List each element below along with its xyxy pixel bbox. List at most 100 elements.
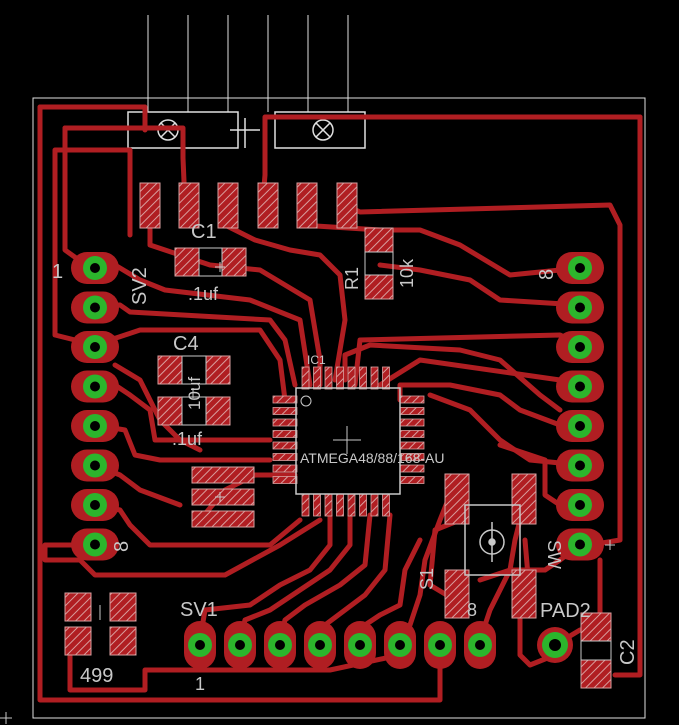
smd-pad-top-2 <box>178 182 200 229</box>
sv3-pin8-label: 8 <box>536 269 558 280</box>
board-outline <box>32 97 646 719</box>
ic1-pin-right-1 <box>399 395 425 404</box>
ic1-pin-bottom-3 <box>324 493 333 517</box>
ic1-pin-bottom-1 <box>301 493 310 517</box>
sv3-pin-1 <box>556 252 604 284</box>
ic1-pin-left-8 <box>272 476 298 484</box>
sv3-pin-6 <box>556 449 604 482</box>
sv2-label: SV2 <box>129 267 151 305</box>
crystal-pad-3 <box>191 510 255 528</box>
ic1-pin-bottom-8 <box>382 493 390 517</box>
c1-label: C1 <box>191 221 217 243</box>
ic1-pin-bottom-5 <box>347 493 356 517</box>
sv2-pin8-label: 8 <box>111 541 133 552</box>
sv1-label: SV1 <box>180 599 218 621</box>
c4-label: C4 <box>173 333 199 355</box>
ic1-part-label: ATMEGA48/88/168-AU <box>300 450 444 466</box>
ic1-pin-top-6 <box>359 366 367 390</box>
ic1-pin-right-2 <box>399 407 425 415</box>
crystal-pad-1 <box>191 466 255 484</box>
sv1-pin-5 <box>344 621 376 669</box>
pad2 <box>537 627 573 663</box>
sv2-pin-3 <box>71 331 119 363</box>
r2-pad-1b <box>109 592 137 622</box>
r1-label: R1 <box>342 267 362 290</box>
ic1-pin-right-4 <box>399 430 425 438</box>
ic1-pin-right-5 <box>399 441 425 450</box>
r1-pad-1 <box>364 227 394 253</box>
c4-value: 10uf <box>185 377 204 410</box>
sv1-pin-3 <box>264 621 296 669</box>
ic1-pin-left-4 <box>272 430 298 438</box>
ic1-pin-left-2 <box>272 407 298 415</box>
top-header-pins <box>147 15 349 112</box>
s1-label: S1 <box>417 568 437 590</box>
c3-value: .1uf <box>172 429 203 449</box>
c1-pad-2 <box>221 247 247 277</box>
c3-pad-2 <box>205 396 231 426</box>
sv3-pin-7 <box>556 489 604 521</box>
ic1-pin-top-1 <box>301 366 310 390</box>
sv3-pin-4 <box>556 370 604 403</box>
c1-value: .1uf <box>188 284 219 304</box>
c4-pad-2 <box>205 355 231 385</box>
ic1-pin-top-2 <box>313 366 321 390</box>
ic1-pin-right-8 <box>399 476 425 484</box>
smd-pad-top-1 <box>139 182 161 229</box>
ic1-pin-bottom-2 <box>313 493 321 517</box>
silkscreen-labels: 1 SV2 8 8 C1 .1uf R1 10k C4 10uf .1uf IC… <box>52 221 639 694</box>
s1-pad-2 <box>511 473 537 525</box>
smd-pad-top-5 <box>296 182 318 229</box>
sv2-pin-5 <box>71 410 119 442</box>
ic1-pin-right-7 <box>399 464 425 473</box>
c2-label: C2 <box>617 639 639 665</box>
r1-pad-2 <box>364 274 394 300</box>
s1-extra-label: SW <box>544 540 564 569</box>
pad2-label: PAD2 <box>540 600 591 622</box>
s1-switch <box>464 504 521 576</box>
ic1-pin-left-3 <box>272 418 298 427</box>
ic1-pin-bottom-4 <box>336 493 344 517</box>
sv1-pin1-label: 1 <box>195 674 205 694</box>
sv1-pin-7 <box>424 621 456 669</box>
s1-pad-3 <box>444 569 470 619</box>
sv1-pin-8 <box>464 621 496 669</box>
ic1-pin-bottom-6 <box>359 493 367 517</box>
smd-pad-top-6 <box>336 182 358 229</box>
r1-value: 10k <box>397 258 417 288</box>
smd-pad-top-3 <box>217 182 239 229</box>
r2-value: 499 <box>80 665 113 687</box>
smd-pads <box>64 182 612 689</box>
ic1-chip <box>272 366 425 517</box>
sv2-pin-4 <box>71 370 119 403</box>
ic1-pin-top-4 <box>336 366 344 390</box>
sv2-pin1-label: 1 <box>52 261 63 283</box>
sv2-pin-1 <box>71 252 119 284</box>
origin-markers <box>0 262 615 724</box>
ic1-pin-bottom-7 <box>370 493 379 517</box>
sv2-pin-2 <box>71 291 119 324</box>
ic1-pin-top-7 <box>370 366 379 390</box>
c2-pad-2 <box>580 659 612 689</box>
sv1-pin-2 <box>224 621 256 669</box>
sv3-pin-5 <box>556 410 604 442</box>
sv1-pin8-label: 8 <box>467 600 477 620</box>
ic1-pin-top-3 <box>324 366 333 390</box>
ic1-pin-left-5 <box>272 441 298 450</box>
ic1-pin-left-7 <box>272 464 298 473</box>
ic1-label: IC1 <box>307 353 326 367</box>
sv3-pin-8 <box>556 528 604 561</box>
s1-pad-4 <box>511 569 537 619</box>
smd-pad-top-4 <box>257 182 279 229</box>
ic1-pin-right-3 <box>399 418 425 427</box>
sv2-pin-7 <box>71 489 119 521</box>
sv1-pin-1 <box>184 621 216 669</box>
c1-pad-1 <box>174 247 200 277</box>
sv3-pin-2 <box>556 291 604 324</box>
sv1-pin-4 <box>304 621 336 669</box>
sv3-pin-3 <box>556 331 604 363</box>
ic1-pin-top-8 <box>382 366 390 390</box>
r2-pad-2b <box>109 626 137 656</box>
c4-pad-1 <box>157 355 183 385</box>
